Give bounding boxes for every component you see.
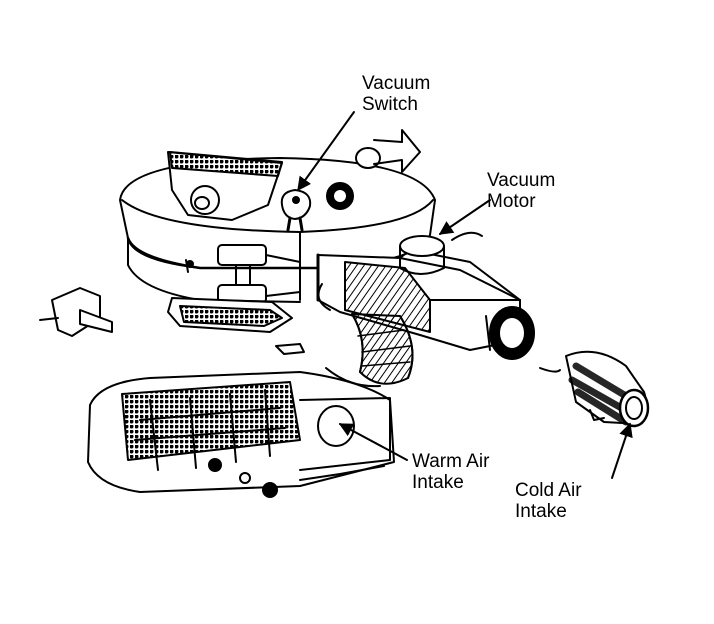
gasket-plate [167, 297, 305, 355]
bracket-part [39, 287, 113, 337]
vacuum-switch-label: Vacuum Switch [362, 73, 430, 115]
warm-air-intake-label: Warm Air Intake [412, 451, 489, 493]
vacuum-motor-leader [438, 199, 491, 235]
cold-air-intake-tube [539, 350, 650, 428]
rotation-arrow-icon [355, 129, 421, 173]
cold-air-intake-label: Cold Air Intake [515, 480, 582, 522]
lid-snorkel [167, 151, 283, 221]
carburetor-assembly [87, 367, 395, 498]
warm-air-intake-label-line2: Intake [412, 472, 464, 493]
cold-air-intake-label-line1: Cold Air [515, 480, 582, 501]
cold-air-intake-label-line2: Intake [515, 501, 567, 522]
vacuum-motor-label: Vacuum Motor [487, 170, 555, 212]
vacuum-motor-label-line2: Motor [487, 191, 536, 212]
cold-air-leader [611, 422, 633, 479]
vacuum-switch [280, 189, 312, 232]
warm-air-leader [338, 423, 408, 461]
warm-air-intake-label-line1: Warm Air [412, 451, 490, 472]
vacuum-switch-label-line2: Switch [362, 94, 418, 115]
vacuum-switch-label-line1: Vacuum [362, 73, 431, 94]
warm-air-hose [351, 313, 414, 385]
vacuum-motor-label-line1: Vacuum [487, 170, 556, 191]
vacuum-switch-leader [297, 111, 355, 192]
leader-lines [297, 111, 633, 479]
lid-grommet [326, 182, 354, 210]
